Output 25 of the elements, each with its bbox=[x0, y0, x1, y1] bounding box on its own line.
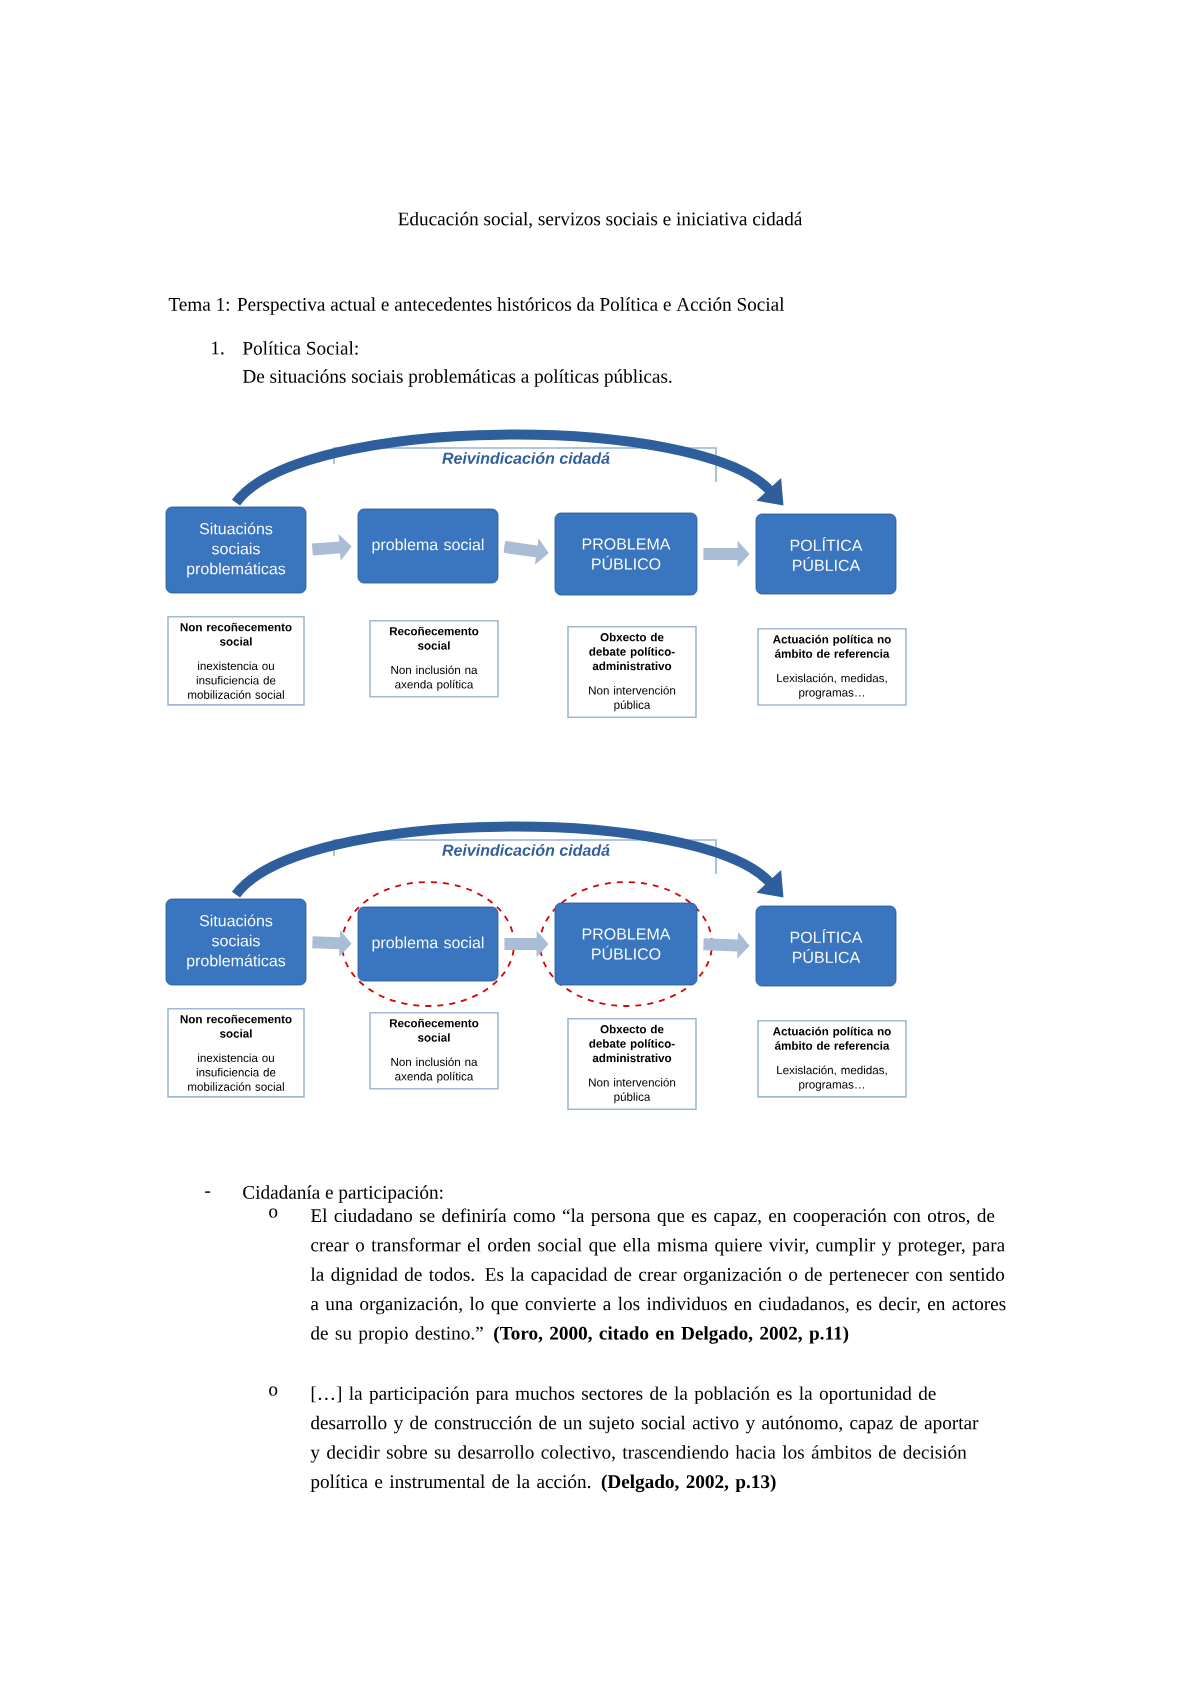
paragraph: El ciudadano se definiría como “la persona que es capaz, en cooperación con otros, de crear o transformar el orden social que ella misma quiere vivir, cumplir y proteger, para la dignidad de todos. Es la capacidad de crear organización o de pertenecer con sentido a una organización, lo que convierte a los individuos en ciudadanos, es decir, en actores de su propio destino.” (Toro, 2000, citado en Delgado, 2002, p.11) bbox=[310, 1208, 1006, 1344]
bullet: o bbox=[269, 1208, 278, 1218]
list-item-text: Cidadanía e participación: bbox=[243, 1185, 443, 1203]
process-box: PROBLEMA PÚBLICO bbox=[554, 902, 698, 986]
bullet: o bbox=[269, 1386, 278, 1396]
process-box: problema social bbox=[357, 508, 499, 584]
bullet: - bbox=[205, 1191, 211, 1193]
process-box: Situacións sociais problemáticas bbox=[165, 506, 307, 594]
process-box: Situacións sociais problemáticas bbox=[165, 898, 307, 986]
list-item-text: Política Social: bbox=[242, 341, 358, 355]
process-box: POLÍTICA PÚBLICA bbox=[755, 513, 897, 595]
edge-label: Reivindicación cidadá bbox=[439, 450, 612, 466]
list-item-text: De situacións sociais problemáticas a políticas públicas. bbox=[242, 369, 672, 387]
curved-arrow bbox=[232, 821, 784, 899]
highlight-ellipse bbox=[341, 881, 515, 1007]
section-heading: Tema 1: Perspectiva actual e antecedentes históricos da Política e Acción Social bbox=[168, 297, 785, 315]
heading: Educación social, servizos sociais e iniciativa cidadá bbox=[398, 211, 803, 229]
process-box: problema social bbox=[357, 906, 499, 982]
paragraph: […] la participación para muchos sectores de la población es la oportunidad de desarrollo y de construcción de un sujeto social activo y autónomo, capaz de aportar y decidir sobre su desarrollo colectivo, trascendiendo hacia los ámbitos de decisión política e instrumental de la acción. (Delgado, 2002, p.13) bbox=[310, 1386, 979, 1493]
process-box: POLÍTICA PÚBLICA bbox=[755, 905, 897, 987]
highlight-ellipse bbox=[539, 881, 713, 1007]
curved-arrow bbox=[232, 429, 784, 507]
process-box: PROBLEMA PÚBLICO bbox=[554, 512, 698, 596]
edge-label: Reivindicación cidadá bbox=[439, 842, 612, 858]
list-number: 1. bbox=[212, 341, 224, 355]
